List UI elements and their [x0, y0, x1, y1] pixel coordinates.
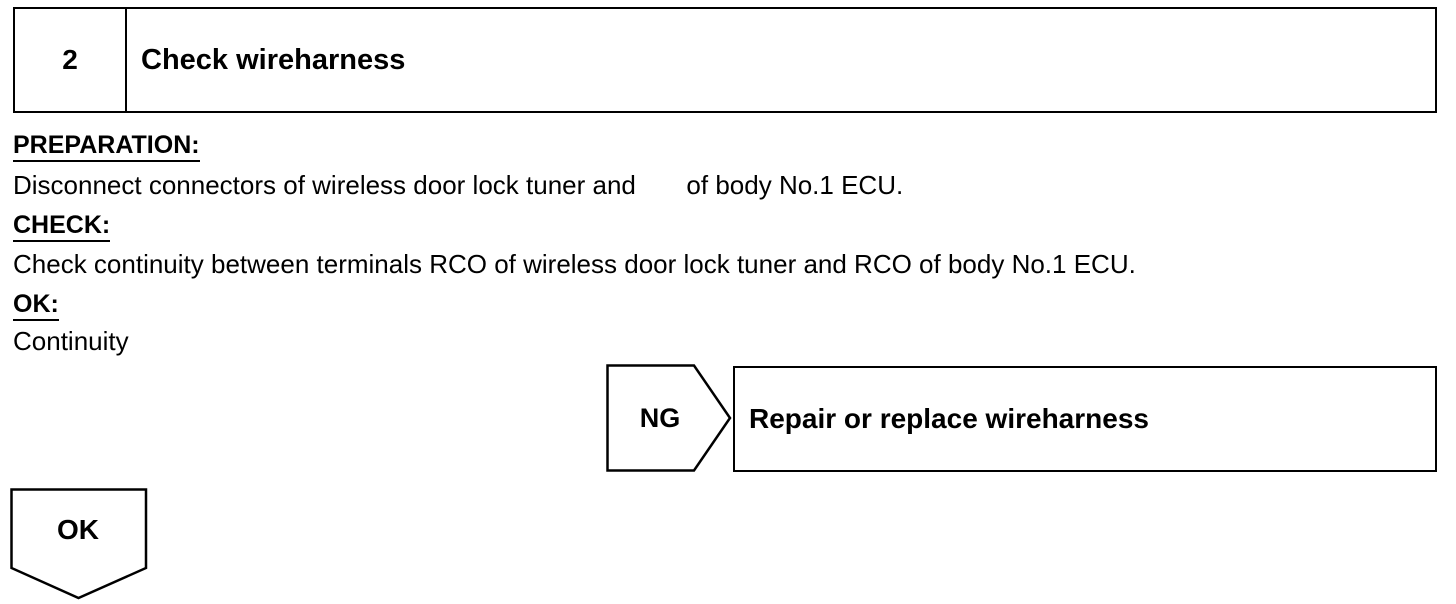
ok-heading: OK:	[13, 289, 59, 321]
step-header: 2 Check wireharness	[13, 7, 1437, 113]
ng-label: NG	[639, 402, 681, 433]
check-heading: CHECK:	[13, 210, 111, 242]
ng-action-box: Repair or replace wireharness	[733, 366, 1437, 472]
preparation-heading: PREPARATION:	[13, 130, 200, 162]
ng-action-text: Repair or replace wireharness	[749, 403, 1149, 434]
step-title: Check wireharness	[141, 43, 406, 76]
ok-arrow-shape	[10, 488, 148, 600]
preparation-text: Disconnect connectors of wireless door l…	[13, 170, 904, 200]
ng-arrow-shape	[606, 364, 732, 472]
check-text: Check continuity between terminals RCO o…	[13, 249, 1136, 279]
step-number: 2	[15, 9, 127, 111]
ok-text: Continuity	[13, 326, 129, 356]
ok-label: OK	[57, 514, 99, 545]
